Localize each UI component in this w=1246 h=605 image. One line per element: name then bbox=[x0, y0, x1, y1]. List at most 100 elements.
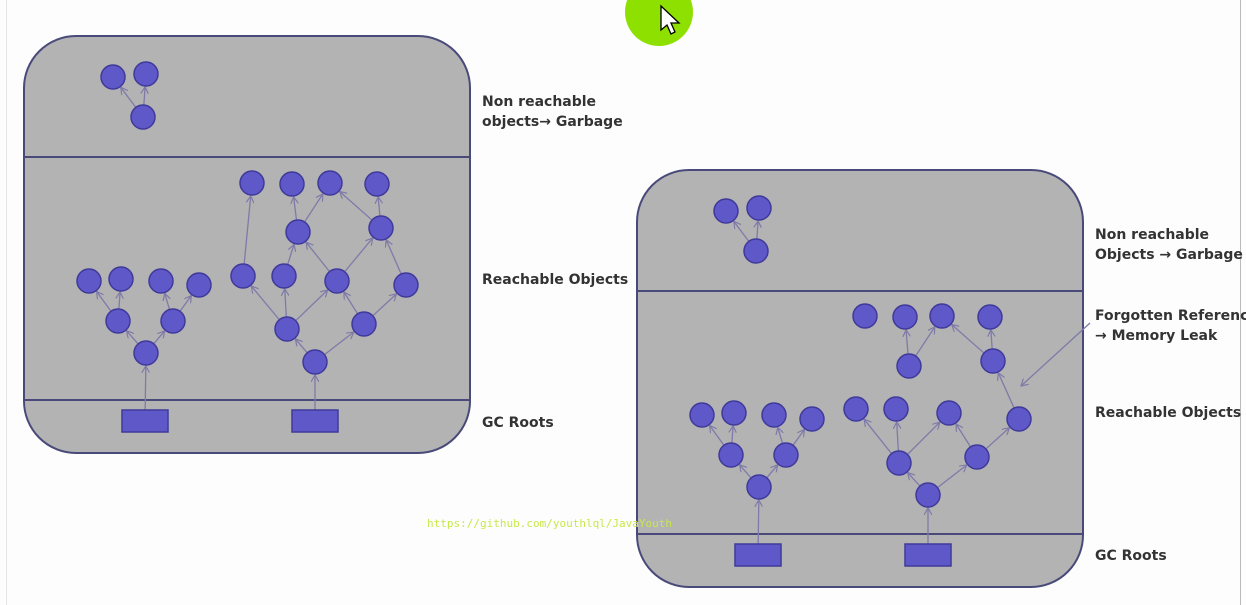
object-node bbox=[324, 268, 350, 294]
cursor-arrow-icon bbox=[660, 4, 681, 35]
reference-edge bbox=[732, 426, 733, 444]
reference-edge bbox=[340, 192, 373, 221]
object-node bbox=[76, 268, 102, 294]
object-node bbox=[133, 340, 159, 366]
object-node bbox=[364, 171, 390, 197]
object-node bbox=[977, 304, 1003, 330]
reference-edge bbox=[758, 500, 759, 545]
object-node bbox=[302, 349, 328, 375]
object-node bbox=[285, 219, 311, 245]
object-node bbox=[130, 104, 156, 130]
object-node bbox=[108, 266, 134, 292]
reference-edge bbox=[153, 331, 165, 345]
reference-edge bbox=[165, 293, 170, 310]
reference-edge bbox=[97, 292, 112, 312]
object-node bbox=[368, 215, 394, 241]
reference-edge bbox=[956, 424, 972, 448]
object-node bbox=[721, 400, 747, 426]
reference-edge bbox=[304, 194, 323, 223]
reference-edge bbox=[344, 292, 359, 315]
object-node bbox=[186, 272, 212, 298]
window-left-border bbox=[6, 0, 7, 605]
object-node bbox=[852, 303, 878, 329]
reference-edge bbox=[295, 290, 328, 322]
object-node bbox=[713, 198, 739, 224]
object-node bbox=[883, 396, 909, 422]
heap-diagram-memory-leak bbox=[636, 169, 1084, 588]
object-node bbox=[843, 396, 869, 422]
watermark: https://github.com/youthlql/JavaYouth bbox=[427, 517, 672, 530]
object-node bbox=[274, 316, 300, 342]
object-node bbox=[100, 64, 126, 90]
object-node bbox=[133, 61, 159, 87]
reference-edge bbox=[740, 465, 752, 479]
reference-edge bbox=[864, 419, 893, 455]
gc-root-node bbox=[121, 409, 169, 433]
label-memory-leak: → Memory Leak bbox=[1095, 328, 1218, 344]
reference-edge bbox=[295, 339, 308, 354]
reference-edge bbox=[985, 428, 1009, 450]
label-non-reachable: Non reachable bbox=[482, 94, 596, 110]
reference-edge bbox=[792, 430, 804, 446]
reference-edge bbox=[324, 332, 353, 356]
label-forgotten-reference: Forgotten Reference bbox=[1095, 308, 1246, 324]
object-node bbox=[936, 400, 962, 426]
object-node bbox=[746, 195, 772, 221]
reference-edge bbox=[251, 286, 280, 321]
label-garbage: objects→ Garbage bbox=[482, 114, 623, 130]
heap-diagram-normal bbox=[23, 35, 471, 454]
scrollbar-edge[interactable] bbox=[1240, 0, 1241, 605]
object-node bbox=[746, 474, 772, 500]
reference-edge bbox=[386, 240, 402, 275]
object-node bbox=[393, 272, 419, 298]
reference-edge bbox=[897, 422, 899, 452]
reference-edge bbox=[378, 197, 380, 217]
gc-root-node bbox=[734, 543, 782, 567]
object-node bbox=[239, 170, 265, 196]
reference-edge bbox=[243, 196, 251, 265]
label-reachable-objects: Reachable Objects bbox=[1095, 405, 1241, 421]
object-node bbox=[892, 304, 918, 330]
object-node bbox=[279, 171, 305, 197]
gc-root-node bbox=[904, 543, 952, 567]
heap-panel bbox=[23, 35, 471, 454]
reference-edge bbox=[991, 330, 992, 350]
reference-edge bbox=[908, 473, 921, 487]
reference-edge bbox=[915, 327, 935, 357]
reference-edge bbox=[906, 330, 908, 355]
reference-edge bbox=[294, 197, 297, 221]
reference-edge bbox=[287, 244, 294, 265]
object-node bbox=[317, 170, 343, 196]
object-node bbox=[718, 442, 744, 468]
reference-edge bbox=[179, 296, 191, 312]
label-reachable-objects: Reachable Objects bbox=[482, 272, 628, 288]
object-node bbox=[915, 482, 941, 508]
object-node bbox=[1006, 406, 1032, 432]
object-node bbox=[148, 268, 174, 294]
reference-edge bbox=[734, 221, 750, 242]
reference-edge bbox=[710, 426, 725, 446]
reference-edge bbox=[145, 366, 146, 411]
object-node bbox=[964, 444, 990, 470]
reference-edge bbox=[121, 87, 137, 108]
reference-edge bbox=[778, 427, 783, 444]
reference-edge bbox=[285, 289, 287, 318]
object-node bbox=[743, 238, 769, 264]
object-node bbox=[929, 303, 955, 329]
reference-edge bbox=[372, 294, 397, 317]
memory-leak-pointer-arrow bbox=[1021, 322, 1091, 386]
cursor-highlight bbox=[625, 0, 693, 46]
reference-edge bbox=[306, 242, 331, 273]
object-node bbox=[896, 353, 922, 379]
object-node bbox=[230, 263, 256, 289]
object-node bbox=[351, 311, 377, 337]
object-node bbox=[799, 406, 825, 432]
reference-edge bbox=[952, 325, 985, 354]
gc-root-node bbox=[291, 409, 339, 433]
reference-edge bbox=[344, 238, 373, 273]
label-gc-roots: GC Roots bbox=[482, 415, 554, 431]
object-node bbox=[761, 402, 787, 428]
object-node bbox=[886, 450, 912, 476]
reference-edge bbox=[907, 422, 939, 455]
